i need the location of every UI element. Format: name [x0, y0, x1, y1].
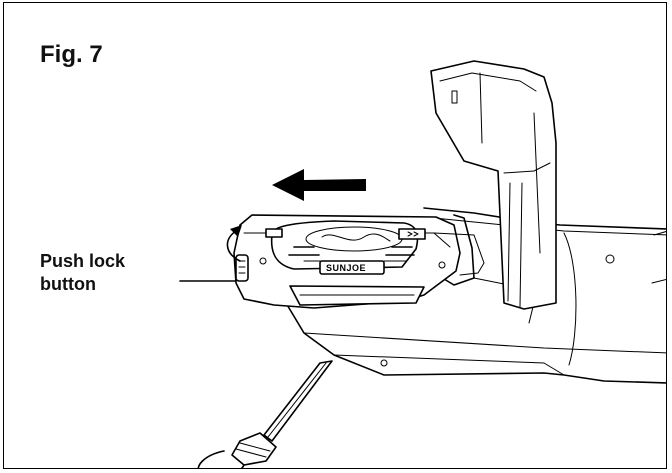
battery-pack: SUNJOE: [233, 214, 485, 309]
figure-frame: SUNJOE: [3, 2, 667, 469]
push-lock-button: [235, 254, 249, 282]
product-illustration: SUNJOE: [179, 60, 666, 468]
brand-label: SUNJOE: [326, 263, 366, 273]
callout-line-1: Push lock: [40, 251, 126, 271]
motion-arrow-left-icon: [272, 169, 366, 201]
hinged-cover: [430, 60, 557, 310]
push-lock-button-label: Push lock button: [40, 250, 180, 296]
rotation-arrow-icon: [226, 225, 242, 262]
callout-line-2: button: [40, 274, 96, 294]
figure-title: Fig. 7: [40, 41, 103, 68]
shaft: [197, 360, 333, 468]
